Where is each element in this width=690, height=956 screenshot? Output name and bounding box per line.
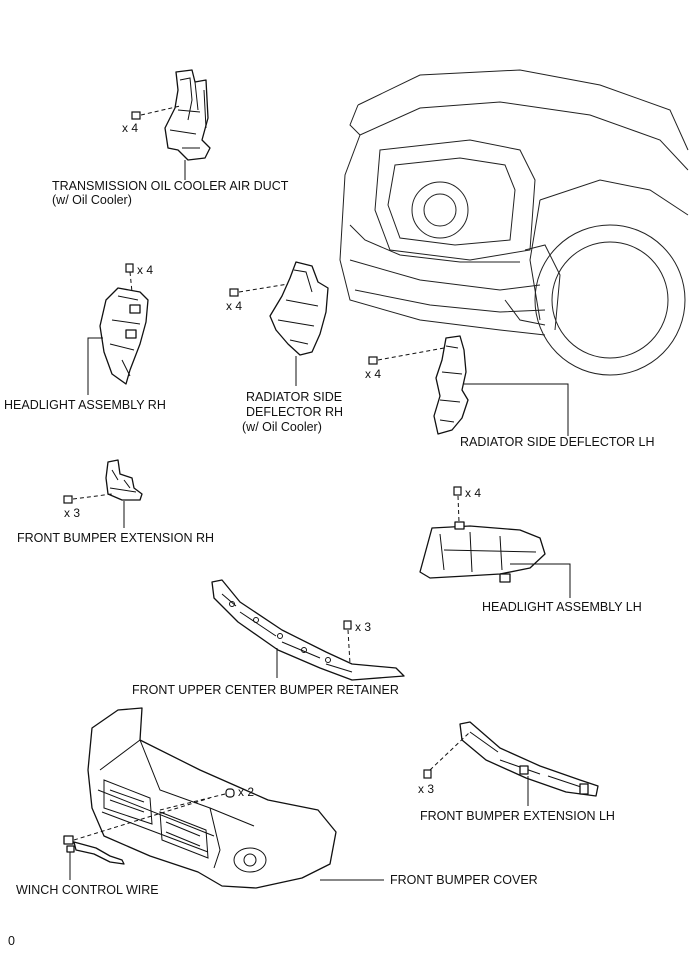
upper-retainer-label: FRONT UPPER CENTER BUMPER RETAINER (132, 683, 399, 697)
radiator-deflector-rh-bolt-qty: x 4 (226, 299, 242, 313)
radiator-deflector-lh-label: RADIATOR SIDE DEFLECTOR LH (460, 435, 654, 449)
bumper-extension-lh-bolt-qty: x 3 (418, 782, 434, 796)
bumper-extension-lh-bolt-icon (423, 731, 471, 779)
upper-retainer-bolt-icon (343, 620, 352, 665)
bumper-extension-rh-bolt-icon (63, 493, 113, 504)
radiator-deflector-lh-bolt-icon (368, 347, 445, 365)
bumper-cover-clip-icon (159, 788, 235, 811)
transmission-duct-bolt-icon (131, 105, 181, 120)
headlight-lh-bolt-icon (453, 486, 462, 523)
headlight-rh-bolt-qty: x 4 (137, 263, 153, 277)
transmission-duct-label: TRANSMISSION OIL COOLER AIR DUCT (52, 179, 289, 193)
footer-code: 0 (8, 934, 15, 948)
radiator-deflector-rh-label-1: RADIATOR SIDE (246, 390, 342, 404)
radiator-deflector-rh-note: (w/ Oil Cooler) (242, 420, 322, 434)
radiator-deflector-rh-label-2: DEFLECTOR RH (246, 405, 343, 419)
transmission-duct-bolt-qty: x 4 (122, 121, 138, 135)
headlight-assembly-rh (99, 287, 149, 385)
vehicle-front-outline (339, 69, 689, 376)
winch-wire-label: WINCH CONTROL WIRE (16, 883, 159, 897)
winch-control-wire (63, 797, 211, 865)
headlight-lh-label: HEADLIGHT ASSEMBLY LH (482, 600, 642, 614)
radiator-side-deflector-rh (269, 261, 329, 356)
radiator-side-deflector-lh (433, 335, 469, 435)
front-bumper-cover (87, 707, 337, 889)
front-upper-center-bumper-retainer (211, 579, 405, 681)
bumper-extension-rh-bolt-qty: x 3 (64, 506, 80, 520)
bumper-extension-lh-label: FRONT BUMPER EXTENSION LH (420, 809, 615, 823)
radiator-deflector-rh-bolt-icon (229, 283, 289, 297)
bumper-cover-clip-qty: x 2 (238, 785, 254, 799)
headlight-assembly-lh (419, 521, 546, 583)
headlight-rh-bolt-icon (125, 263, 134, 293)
transmission-duct-note: (w/ Oil Cooler) (52, 193, 132, 207)
bumper-cover-label: FRONT BUMPER COVER (390, 873, 538, 887)
radiator-deflector-lh-bolt-qty: x 4 (365, 367, 381, 381)
front-bumper-extension-lh (459, 721, 599, 797)
front-bumper-extension-rh (105, 459, 143, 501)
headlight-rh-leader (87, 337, 103, 395)
headlight-lh-bolt-qty: x 4 (465, 486, 481, 500)
radiator-deflector-lh-leader (464, 383, 569, 436)
headlight-lh-leader (510, 563, 571, 598)
headlight-rh-label: HEADLIGHT ASSEMBLY RH (4, 398, 166, 412)
transmission-oil-cooler-air-duct (164, 69, 211, 161)
bumper-extension-rh-label: FRONT BUMPER EXTENSION RH (17, 531, 214, 545)
upper-retainer-bolt-qty: x 3 (355, 620, 371, 634)
